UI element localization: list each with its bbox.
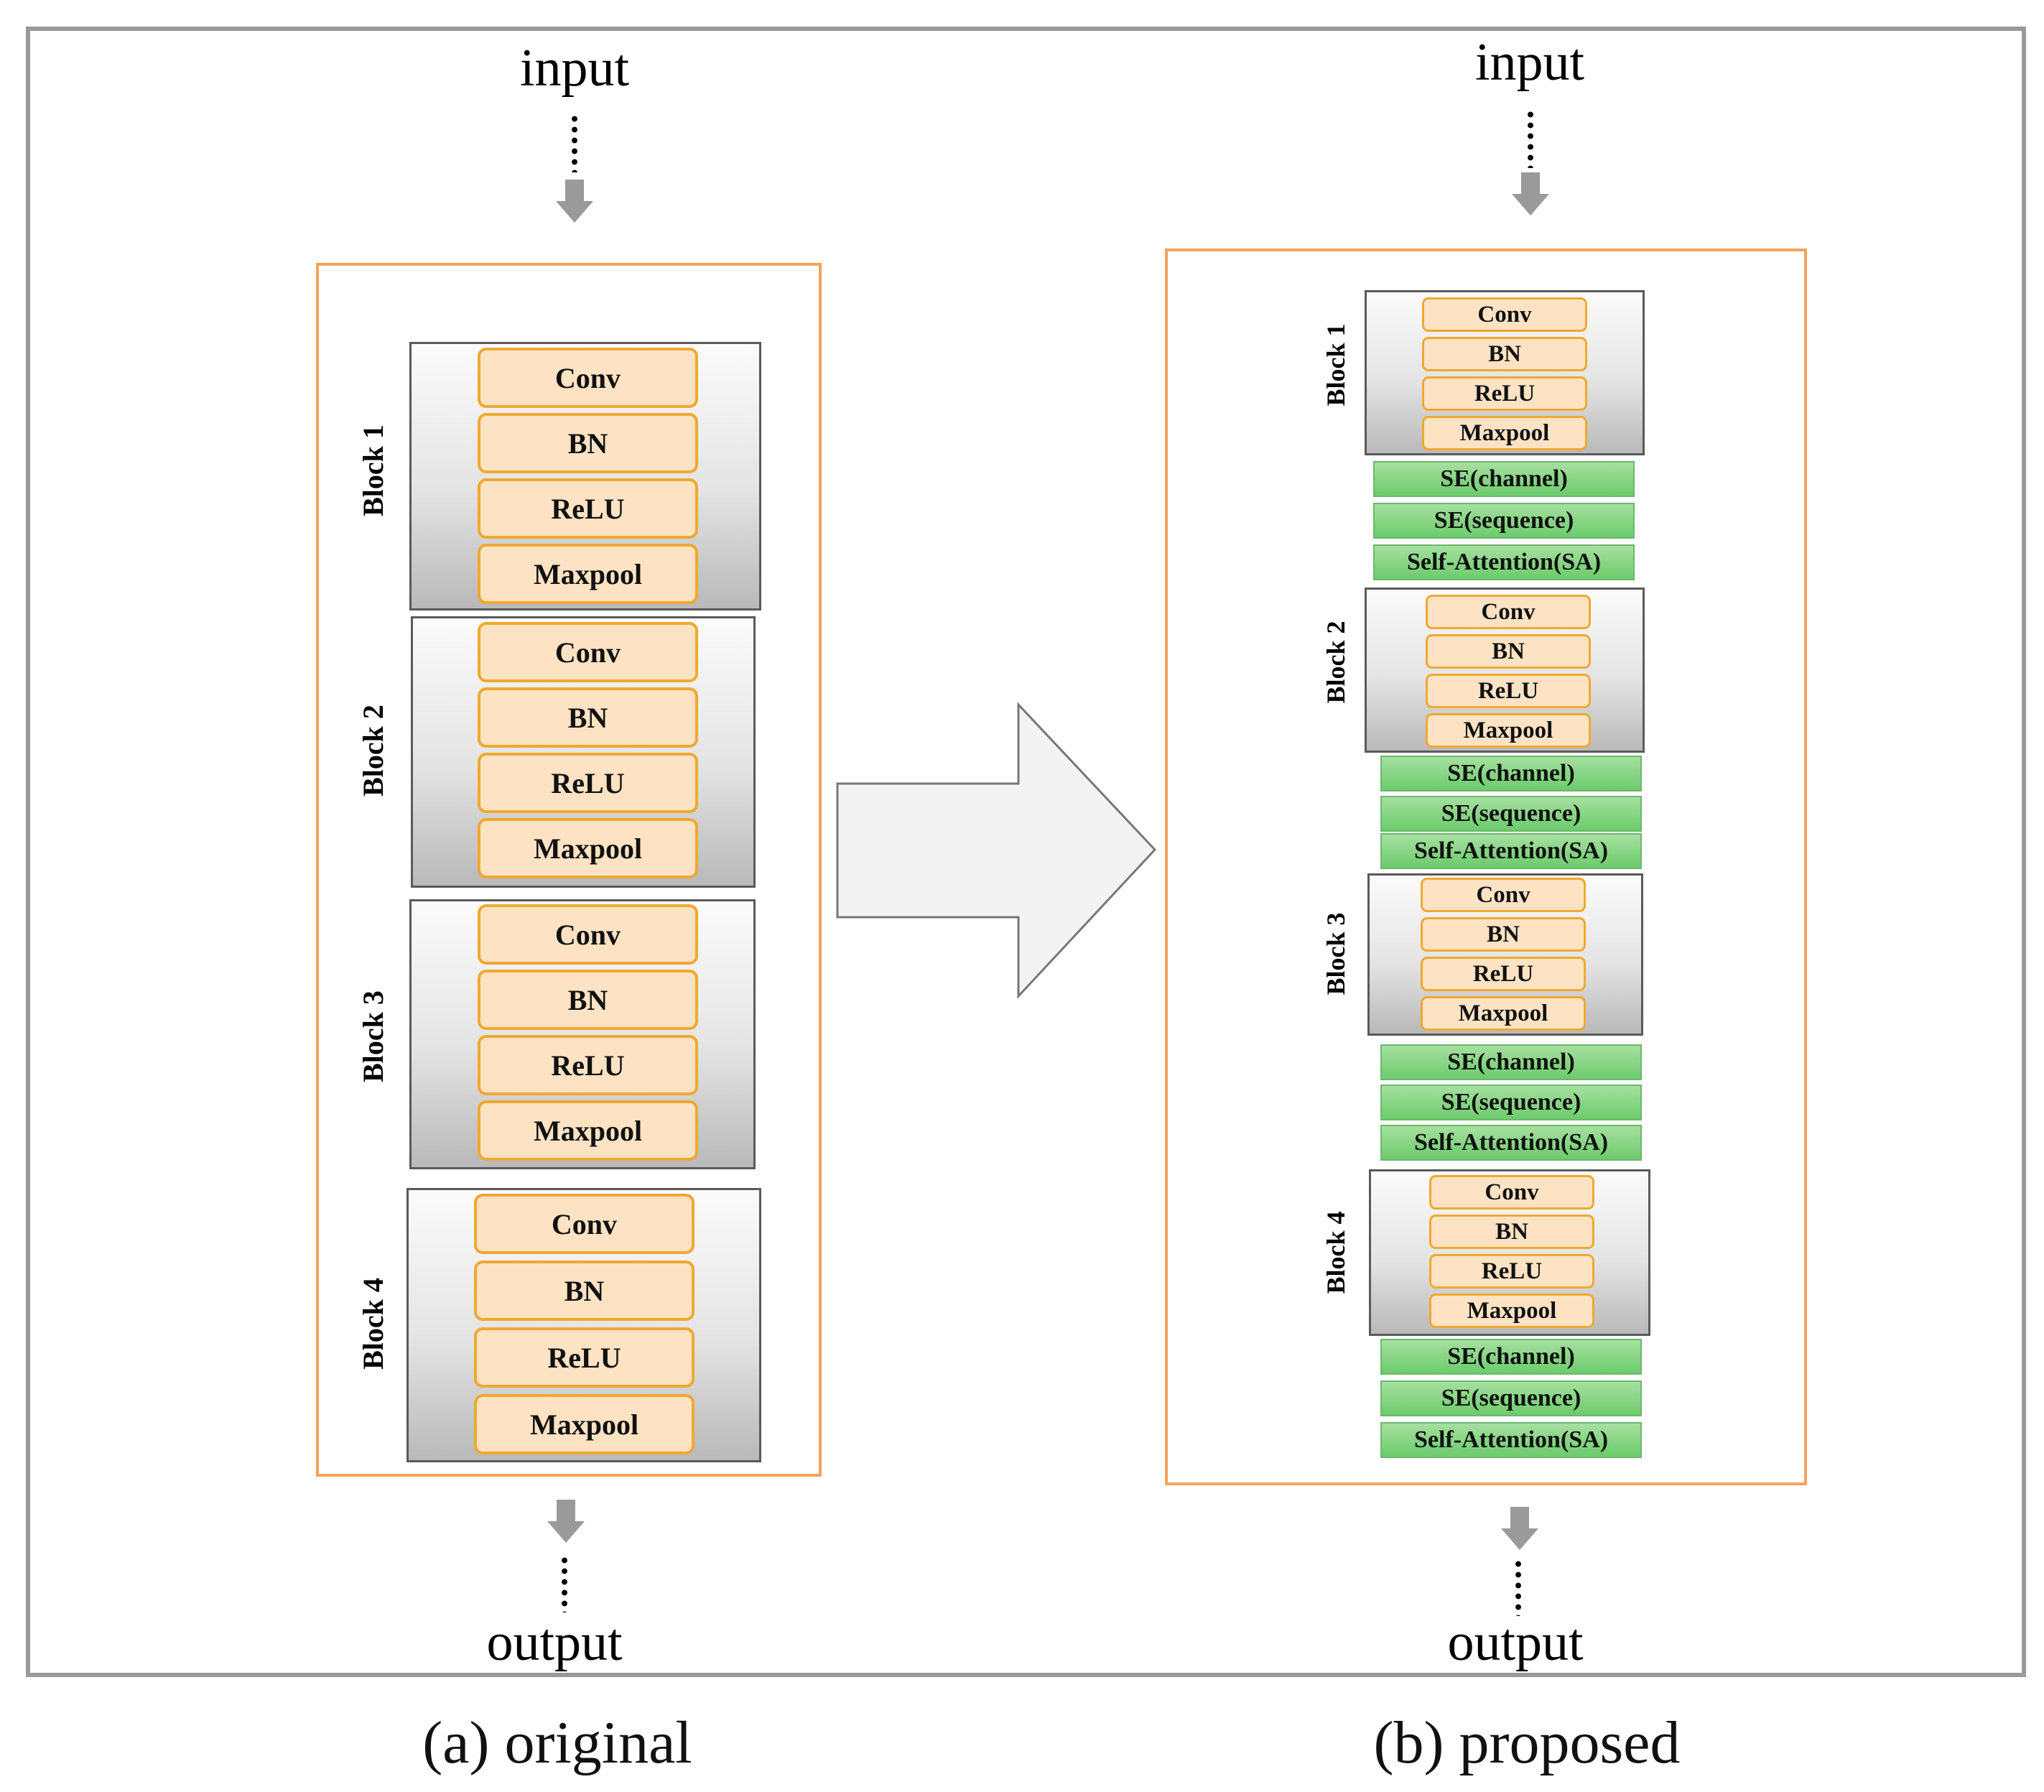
original-b3-maxpool: Maxpool	[478, 1100, 698, 1161]
proposed-output-label: output	[1447, 1613, 1584, 1672]
proposed-b4-relu: ReLU	[1429, 1254, 1594, 1289]
proposed-input-dots	[1527, 109, 1534, 168]
proposed-b1-relu: ReLU	[1422, 376, 1587, 411]
proposed-b4-maxpool: Maxpool	[1429, 1294, 1594, 1328]
original-b4-conv: Conv	[474, 1194, 695, 1254]
original-input-label: input	[519, 39, 630, 98]
proposed-b1-conv: Conv	[1422, 297, 1587, 332]
original-b3-conv: Conv	[478, 904, 698, 965]
proposed-b2-bn: BN	[1426, 634, 1591, 669]
caption-proposed: (b) proposed	[1373, 1709, 1681, 1776]
original-b3-bn: BN	[478, 970, 698, 1030]
proposed-block-3-label: Block 3	[1321, 912, 1350, 995]
proposed-b2-se-sequence: SE(sequence)	[1380, 796, 1642, 832]
original-b1-relu: ReLU	[478, 478, 698, 539]
proposed-b4-bn: BN	[1429, 1215, 1594, 1249]
original-b4-bn: BN	[474, 1261, 695, 1321]
proposed-b1-self-attention: Self-Attention(SA)	[1373, 544, 1635, 580]
proposed-b1-se-channel: SE(channel)	[1373, 461, 1635, 497]
original-input-dots	[571, 113, 578, 172]
proposed-b1-maxpool: Maxpool	[1422, 416, 1587, 450]
down-arrow-icon	[1512, 172, 1549, 215]
proposed-b2-self-attention: Self-Attention(SA)	[1380, 833, 1642, 869]
original-block-3-label: Block 3	[357, 990, 389, 1082]
original-output-label: output	[486, 1613, 623, 1672]
original-block-1-label: Block 1	[357, 424, 389, 516]
original-b2-relu: ReLU	[478, 753, 698, 813]
original-b4-relu: ReLU	[474, 1327, 695, 1388]
original-b2-conv: Conv	[478, 622, 698, 682]
proposed-b2-relu: ReLU	[1426, 674, 1591, 708]
original-block-2-label: Block 2	[357, 705, 389, 797]
proposed-b3-conv: Conv	[1421, 878, 1586, 912]
proposed-b2-conv: Conv	[1426, 595, 1591, 629]
proposed-output-dots	[1515, 1559, 1522, 1616]
down-arrow-icon	[556, 180, 593, 223]
original-b4-maxpool: Maxpool	[474, 1394, 695, 1454]
proposed-b3-se-channel: SE(channel)	[1380, 1044, 1642, 1080]
proposed-b2-se-channel: SE(channel)	[1380, 756, 1642, 791]
original-block-4-label: Block 4	[357, 1278, 389, 1370]
proposed-b1-bn: BN	[1422, 337, 1587, 371]
original-b1-conv: Conv	[478, 348, 698, 408]
original-b2-maxpool: Maxpool	[478, 818, 698, 878]
proposed-b3-maxpool: Maxpool	[1421, 996, 1586, 1031]
right-arrow-icon	[836, 702, 1157, 999]
proposed-b3-relu: ReLU	[1421, 957, 1586, 991]
proposed-b3-se-sequence: SE(sequence)	[1380, 1085, 1642, 1120]
original-b2-bn: BN	[478, 687, 698, 748]
proposed-b4-se-sequence: SE(sequence)	[1380, 1380, 1642, 1416]
down-arrow-icon	[1501, 1507, 1538, 1550]
proposed-b4-self-attention: Self-Attention(SA)	[1380, 1422, 1642, 1458]
original-b3-relu: ReLU	[478, 1035, 698, 1095]
proposed-block-2-label: Block 2	[1321, 621, 1350, 704]
proposed-b4-conv: Conv	[1429, 1175, 1594, 1210]
proposed-input-label: input	[1474, 33, 1585, 92]
proposed-b3-self-attention: Self-Attention(SA)	[1380, 1125, 1642, 1161]
original-output-dots	[561, 1555, 568, 1612]
proposed-block-1-label: Block 1	[1321, 323, 1350, 407]
proposed-block-4-label: Block 4	[1321, 1211, 1350, 1294]
proposed-b3-bn: BN	[1421, 917, 1586, 952]
proposed-b1-se-sequence: SE(sequence)	[1373, 503, 1635, 539]
caption-original: (a) original	[422, 1709, 692, 1776]
proposed-b2-maxpool: Maxpool	[1426, 713, 1591, 748]
original-b1-maxpool: Maxpool	[478, 544, 698, 604]
down-arrow-icon	[547, 1500, 585, 1543]
original-b1-bn: BN	[478, 413, 698, 473]
proposed-b4-se-channel: SE(channel)	[1380, 1339, 1642, 1375]
